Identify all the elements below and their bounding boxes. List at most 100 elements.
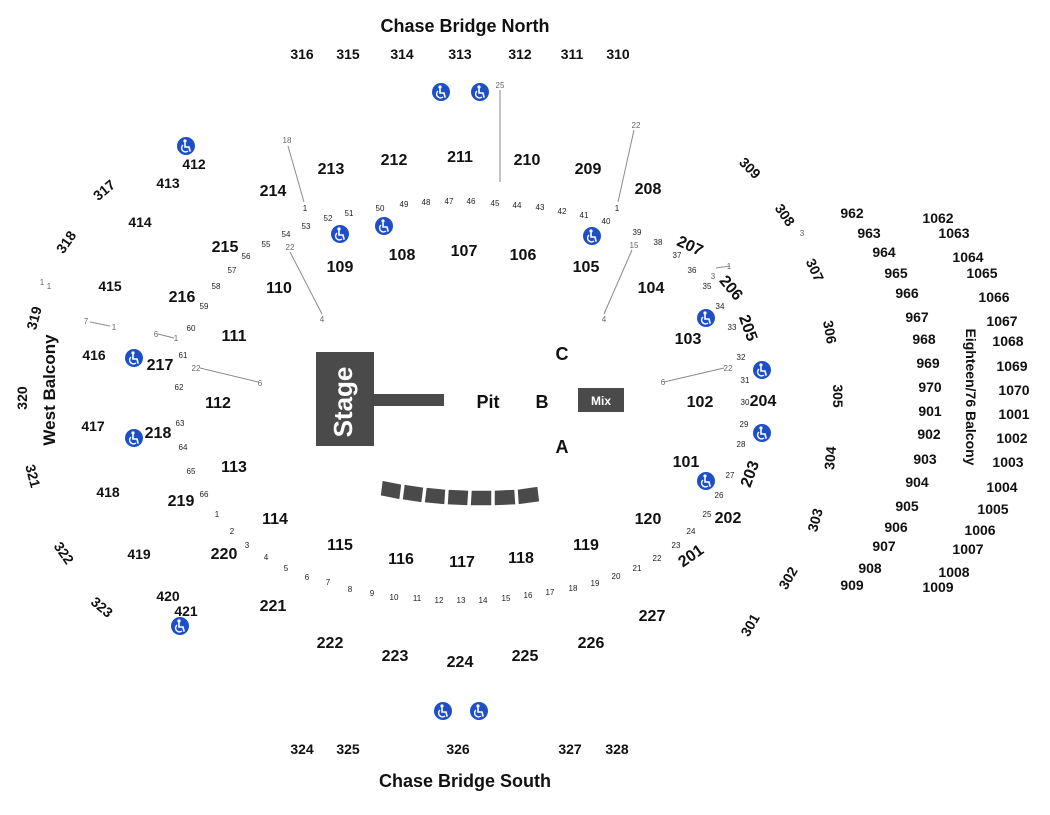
- section-907[interactable]: 907: [872, 538, 896, 554]
- section-1003[interactable]: 1003: [992, 454, 1023, 470]
- section-1066[interactable]: 1066: [978, 289, 1009, 305]
- section-307[interactable]: 307: [803, 256, 827, 284]
- section-966[interactable]: 966: [895, 285, 919, 301]
- section-1006[interactable]: 1006: [964, 522, 995, 538]
- section-905[interactable]: 905: [895, 498, 919, 514]
- section-1002[interactable]: 1002: [996, 430, 1027, 446]
- section-1065[interactable]: 1065: [966, 265, 997, 281]
- section-1008[interactable]: 1008: [938, 564, 969, 580]
- section-903[interactable]: 903: [913, 451, 937, 467]
- section-964[interactable]: 964: [872, 244, 896, 260]
- section-113[interactable]: 113: [221, 459, 247, 476]
- section-328[interactable]: 328: [605, 741, 629, 757]
- section-321[interactable]: 321: [22, 463, 44, 490]
- section-221[interactable]: 221: [260, 598, 287, 615]
- floor-seating-blocks[interactable]: [379, 479, 541, 507]
- section-225[interactable]: 225: [512, 648, 539, 665]
- section-1069[interactable]: 1069: [996, 358, 1027, 374]
- section-211[interactable]: 211: [447, 149, 473, 166]
- section-419[interactable]: 419: [127, 546, 151, 562]
- section-908[interactable]: 908: [858, 560, 882, 576]
- section-1009[interactable]: 1009: [922, 579, 953, 595]
- section-216[interactable]: 216: [169, 289, 196, 306]
- section-963[interactable]: 963: [857, 225, 881, 241]
- section-1005[interactable]: 1005: [977, 501, 1008, 517]
- section-315[interactable]: 315: [336, 46, 360, 62]
- section-969[interactable]: 969: [916, 355, 940, 371]
- section-222[interactable]: 222: [317, 635, 344, 652]
- section-320[interactable]: 320: [14, 386, 30, 410]
- section-416[interactable]: 416: [82, 347, 106, 363]
- section-226[interactable]: 226: [578, 635, 605, 652]
- section-309[interactable]: 309: [736, 154, 764, 182]
- section-302[interactable]: 302: [775, 564, 801, 592]
- section-224[interactable]: 224: [447, 654, 474, 671]
- section-962[interactable]: 962: [840, 205, 864, 221]
- section-101[interactable]: 101: [673, 454, 700, 471]
- section-213[interactable]: 213: [318, 161, 345, 178]
- section-208[interactable]: 208: [635, 181, 662, 198]
- section-319[interactable]: 319: [23, 304, 45, 331]
- section-118[interactable]: 118: [508, 550, 534, 567]
- section-214[interactable]: 214: [260, 183, 287, 200]
- section-327[interactable]: 327: [558, 741, 582, 757]
- section-417[interactable]: 417: [81, 418, 105, 434]
- section-303[interactable]: 303: [804, 506, 826, 533]
- section-308[interactable]: 308: [772, 201, 799, 229]
- section-203[interactable]: 203: [738, 459, 763, 490]
- section-205[interactable]: 205: [735, 313, 760, 344]
- section-1001[interactable]: 1001: [998, 406, 1029, 422]
- section-1062[interactable]: 1062: [922, 210, 953, 226]
- section-1067[interactable]: 1067: [986, 313, 1017, 329]
- section-217[interactable]: 217: [147, 357, 174, 374]
- section-110[interactable]: 110: [266, 280, 292, 297]
- section-418[interactable]: 418: [96, 484, 120, 500]
- section-209[interactable]: 209: [575, 161, 602, 178]
- section-206[interactable]: 206: [716, 273, 746, 304]
- section-311[interactable]: 311: [561, 46, 584, 62]
- section-304[interactable]: 304: [821, 445, 839, 470]
- section-301[interactable]: 301: [737, 611, 763, 639]
- section-202[interactable]: 202: [715, 510, 742, 527]
- section-317[interactable]: 317: [90, 176, 118, 203]
- section-312[interactable]: 312: [508, 46, 532, 62]
- section-305[interactable]: 305: [830, 384, 846, 408]
- section-325[interactable]: 325: [336, 741, 360, 757]
- section-968[interactable]: 968: [912, 331, 936, 347]
- section-111[interactable]: 111: [222, 328, 247, 345]
- section-223[interactable]: 223: [382, 648, 409, 665]
- section-420[interactable]: 420: [156, 588, 180, 604]
- section-323[interactable]: 323: [88, 593, 116, 620]
- section-1004[interactable]: 1004: [986, 479, 1017, 495]
- section-119[interactable]: 119: [573, 537, 599, 554]
- section-114[interactable]: 114: [262, 511, 288, 528]
- section-112[interactable]: 112: [205, 395, 231, 412]
- section-904[interactable]: 904: [905, 474, 929, 490]
- section-326[interactable]: 326: [446, 741, 470, 757]
- section-1070[interactable]: 1070: [998, 382, 1029, 398]
- section-1068[interactable]: 1068: [992, 333, 1023, 349]
- section-108[interactable]: 108: [389, 247, 416, 264]
- section-1064[interactable]: 1064: [952, 249, 983, 265]
- section-901[interactable]: 901: [918, 403, 942, 419]
- section-415[interactable]: 415: [98, 278, 122, 294]
- section-105[interactable]: 105: [573, 259, 600, 276]
- section-316[interactable]: 316: [290, 46, 314, 62]
- section-116[interactable]: 116: [388, 551, 414, 568]
- section-412[interactable]: 412: [182, 156, 206, 172]
- section-906[interactable]: 906: [884, 519, 908, 535]
- section-215[interactable]: 215: [212, 239, 239, 256]
- section-1007[interactable]: 1007: [952, 541, 983, 557]
- section-322[interactable]: 322: [51, 539, 78, 567]
- section-227[interactable]: 227: [639, 608, 666, 625]
- section-220[interactable]: 220: [211, 546, 238, 563]
- section-306[interactable]: 306: [820, 319, 840, 345]
- section-324[interactable]: 324: [290, 741, 314, 757]
- section-967[interactable]: 967: [905, 309, 929, 325]
- section-117[interactable]: 117: [449, 554, 475, 571]
- section-318[interactable]: 318: [53, 228, 80, 256]
- section-218[interactable]: 218: [145, 425, 172, 442]
- section-109[interactable]: 109: [327, 259, 354, 276]
- section-107[interactable]: 107: [451, 243, 478, 260]
- section-902[interactable]: 902: [917, 426, 941, 442]
